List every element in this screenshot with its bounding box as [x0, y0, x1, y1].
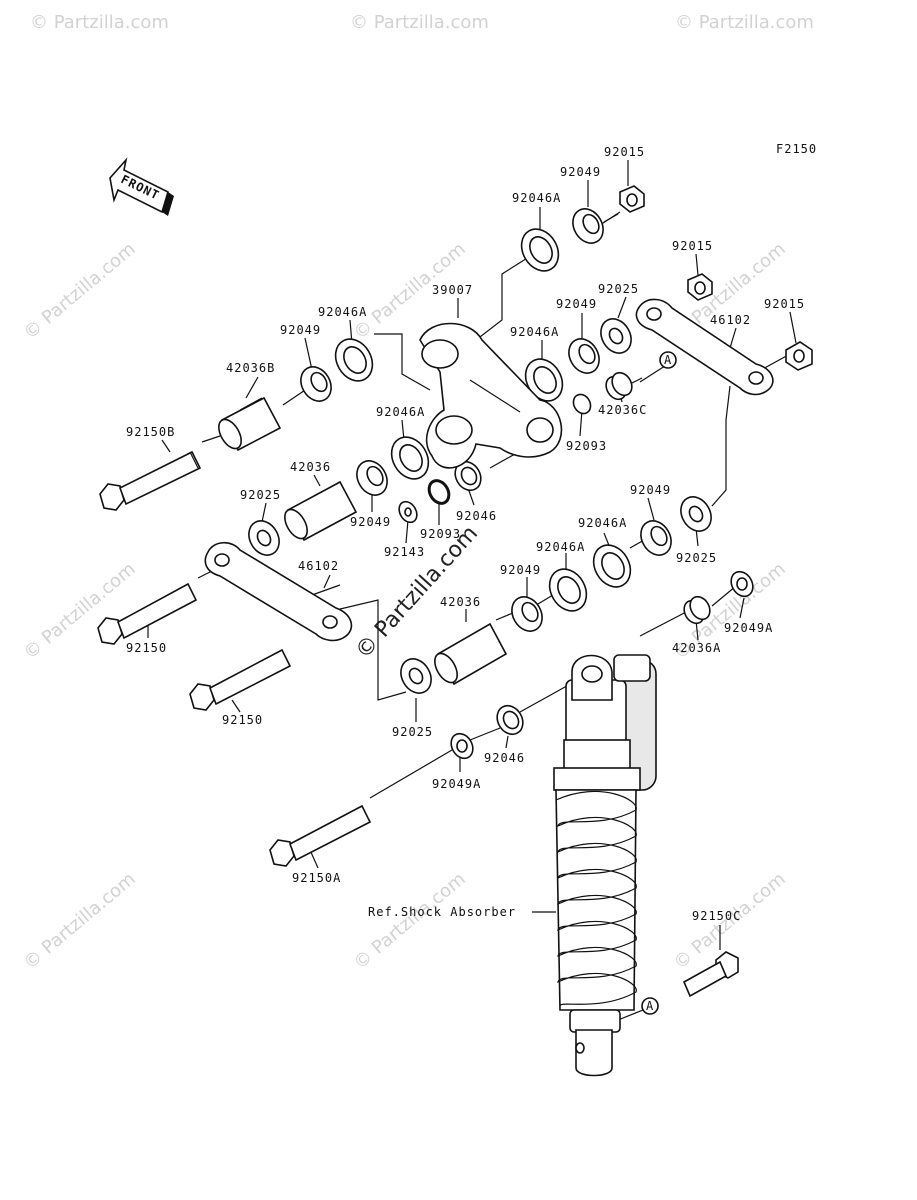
bearing-92046A-top[interactable]: [514, 222, 565, 277]
bearing-92046A-mid[interactable]: [518, 352, 569, 407]
collar-42036C[interactable]: [602, 369, 636, 403]
label-92143: 92143: [384, 545, 425, 559]
label-92015-right: 92015: [764, 297, 805, 311]
label-42036-upper: 42036: [290, 460, 331, 474]
label-92046A-center: 92046A: [536, 540, 585, 554]
washer-92049A-bottom[interactable]: [447, 730, 477, 763]
label-92025-top: 92025: [598, 282, 639, 296]
label-92150A: 92150A: [292, 871, 341, 885]
label-42036B: 42036B: [226, 361, 275, 375]
washer-92049-left[interactable]: [295, 361, 337, 406]
bearing-92046A-center[interactable]: [542, 562, 593, 617]
callout-a-top: A: [659, 351, 677, 369]
tie-rod-46102-right[interactable]: [635, 298, 774, 396]
part-labels: 92015 92049 92046A 92015 92025 92049 920…: [126, 145, 805, 923]
label-92046A-lower: 92046A: [376, 405, 425, 419]
nut-92015-top[interactable]: [619, 185, 645, 213]
callout-a-bottom: A: [641, 997, 659, 1015]
seal-92093-right[interactable]: [570, 391, 594, 416]
tie-rod-46102-left[interactable]: [204, 541, 353, 642]
watermark: © Partzilla.com: [675, 12, 814, 33]
shock-absorber[interactable]: [553, 654, 657, 1077]
washer-92049-mid[interactable]: [563, 333, 605, 378]
bearing-92046-bottom[interactable]: [492, 701, 528, 739]
label-92150-2: 92150: [222, 713, 263, 727]
label-46102-right: 46102: [710, 313, 751, 327]
seal-92093-mid[interactable]: [425, 477, 453, 507]
label-42036-lower: 42036: [440, 595, 481, 609]
washer-92025-bottom[interactable]: [395, 653, 437, 698]
washer-92049-top[interactable]: [567, 203, 609, 248]
label-92049A-right: 92049A: [724, 621, 773, 635]
bolt-92150-1[interactable]: [97, 582, 198, 645]
label-92046A-top: 92046A: [512, 191, 561, 205]
watermark: © Partzilla.com: [30, 12, 169, 33]
label-42036C: 42036C: [598, 403, 647, 417]
label-92046-mid: 92046: [456, 509, 497, 523]
label-92049-lower: 92049: [350, 515, 391, 529]
label-92049-top: 92049: [560, 165, 601, 179]
washer-92025-left[interactable]: [243, 515, 285, 560]
bolt-92150C[interactable]: [682, 951, 739, 998]
label-92015-mid: 92015: [672, 239, 713, 253]
label-92046A-left: 92046A: [318, 305, 367, 319]
watermark: © Partzilla.com: [20, 868, 140, 973]
label-92093-mid: 92093: [420, 527, 461, 541]
bolt-92150B[interactable]: [99, 450, 202, 511]
label-39007: 39007: [432, 283, 473, 297]
label-92015-top: 92015: [604, 145, 645, 159]
label-92025-bottom: 92025: [392, 725, 433, 739]
watermark: © Partzilla.com: [20, 238, 140, 343]
label-92150B: 92150B: [126, 425, 175, 439]
bearing-92046A-left[interactable]: [328, 332, 379, 387]
bearing-92046A-rightlow[interactable]: [586, 538, 637, 593]
label-92049-center: 92049: [500, 563, 541, 577]
shock-spring: [555, 790, 637, 1007]
washer-92049-rightlow[interactable]: [635, 515, 677, 560]
label-92093-right: 92093: [566, 439, 607, 453]
label-92049-mid: 92049: [556, 297, 597, 311]
bolt-92150A[interactable]: [269, 804, 372, 867]
svg-text:A: A: [646, 999, 654, 1013]
watermark: © Partzilla.com: [350, 868, 470, 973]
label-92049A-bottom: 92049A: [432, 777, 481, 791]
label-92049-left: 92049: [280, 323, 321, 337]
washer-92049-lower[interactable]: [351, 455, 393, 500]
washer-92025-top[interactable]: [595, 313, 637, 358]
label-92025-rightlow: 92025: [676, 551, 717, 565]
bearing-92046A-lower[interactable]: [384, 430, 435, 485]
label-92046-bottom: 92046: [484, 751, 525, 765]
sleeve-42036B[interactable]: [214, 396, 282, 452]
label-92150-1: 92150: [126, 641, 167, 655]
label-92025-left: 92025: [240, 488, 281, 502]
sleeve-42036-upper[interactable]: [280, 480, 358, 542]
label-ref-shock-absorber: Ref.Shock Absorber: [368, 905, 516, 919]
label-92046A-mid: 92046A: [510, 325, 559, 339]
sleeve-42036-lower[interactable]: [430, 622, 508, 686]
watermark: © Partzilla.com: [350, 12, 489, 33]
front-arrow-icon: FRONT: [109, 157, 174, 216]
svg-text:A: A: [664, 353, 672, 367]
label-92049-rightlow: 92049: [630, 483, 671, 497]
nut-92015-mid[interactable]: [687, 273, 713, 301]
label-46102-left: 46102: [298, 559, 339, 573]
washer-92025-rightlow[interactable]: [675, 491, 717, 536]
washer-92049A-right[interactable]: [727, 568, 757, 601]
bolt-92150-2[interactable]: [189, 648, 292, 711]
label-42036A: 42036A: [672, 641, 721, 655]
diagram-code: F2150: [776, 142, 817, 156]
collar-42036A[interactable]: [680, 593, 714, 627]
washer-92049-center[interactable]: [506, 591, 548, 636]
label-92046A-rightlow: 92046A: [578, 516, 627, 530]
label-92150C: 92150C: [692, 909, 741, 923]
rocker-arm-39007[interactable]: [419, 322, 563, 469]
washer-92143[interactable]: [396, 498, 421, 525]
watermark: © Partzilla.com: [20, 558, 140, 663]
nut-92015-right[interactable]: [785, 341, 813, 371]
